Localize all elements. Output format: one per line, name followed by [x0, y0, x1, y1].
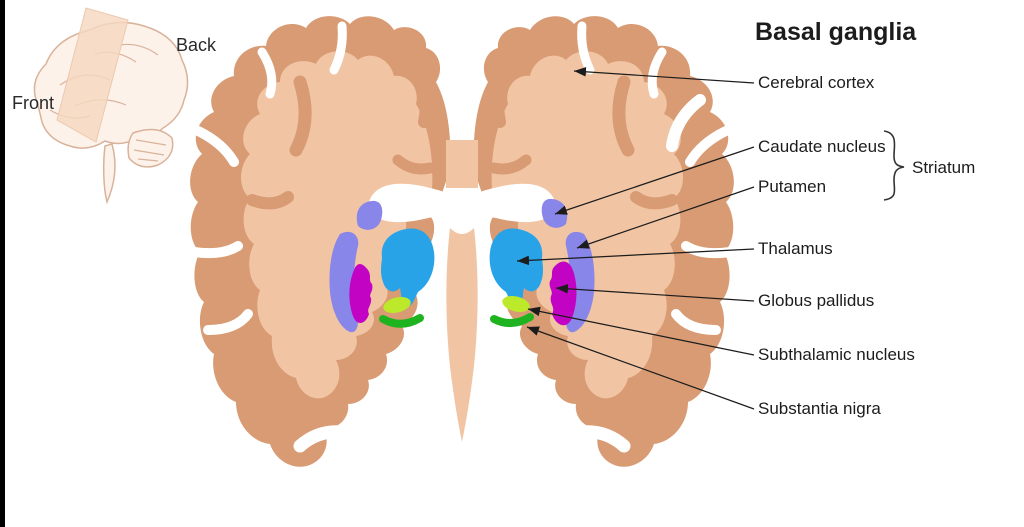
- orientation-inset: [33, 7, 189, 205]
- globus-pallidus-arrow: [555, 283, 755, 302]
- putamen-label: Putamen: [758, 177, 827, 196]
- caudate-nucleus-label: Caudate nucleus: [758, 137, 886, 156]
- lateral-ventricles: [368, 183, 556, 226]
- sulcus: [189, 241, 243, 259]
- coronal-plane-icon: [56, 7, 129, 143]
- striatum-label: Striatum: [912, 158, 976, 177]
- globus-pallidus-label: Globus pallidus: [758, 291, 875, 310]
- caudate-nucleus-arrow: [554, 146, 755, 215]
- subthalamic-nucleus-label: Subthalamic nucleus: [758, 345, 915, 364]
- thalamus-left: [381, 228, 435, 307]
- gyral-core: [289, 75, 312, 157]
- subthalamic-nucleus-left: [383, 296, 411, 314]
- sulcus: [577, 21, 595, 75]
- gyral-core: [392, 154, 436, 175]
- gyral-core: [246, 191, 294, 210]
- sulcus: [293, 425, 349, 453]
- sulcus: [203, 309, 253, 335]
- inset-cerebellum-hatch: [133, 149, 165, 156]
- corpus-callosum-bridge: [446, 140, 478, 188]
- thalamus-arrow: [516, 248, 755, 266]
- sulcus: [575, 425, 631, 453]
- sulcus: [681, 241, 735, 259]
- leader-lines: [516, 67, 905, 410]
- putamen-arrow: [576, 186, 755, 249]
- sulcus: [257, 47, 277, 99]
- gyral-core: [491, 56, 510, 128]
- midline-third-ventricle-column: [446, 228, 478, 442]
- subthalamic-nucleus-arrow: [527, 306, 755, 356]
- inset-gyri-line: [119, 43, 159, 56]
- sulcus: [191, 125, 239, 167]
- substantia-nigra-left: [379, 314, 424, 328]
- sulcus: [671, 309, 721, 335]
- inset-cerebellum-hatch: [137, 158, 159, 162]
- page-title: Basal ganglia: [755, 18, 917, 46]
- sulcus: [329, 21, 347, 75]
- sulcus: [647, 47, 667, 99]
- globus-pallidus-left: [349, 264, 373, 323]
- cerebral-cortex-arrow: [573, 67, 755, 84]
- thalamus-right: [489, 228, 543, 307]
- inset-back-label: Back: [176, 35, 217, 55]
- coronal-section: [189, 16, 735, 467]
- gyral-core: [612, 75, 635, 157]
- subthalamic-nucleus-right: [502, 295, 530, 313]
- inset-brainstem: [102, 143, 116, 205]
- thalamus-label: Thalamus: [758, 239, 833, 258]
- screen-edge-bar: [0, 0, 5, 527]
- striatum-brace: [883, 130, 905, 201]
- inset-cerebellum-hatch: [135, 139, 167, 146]
- substantia-nigra-arrow: [526, 326, 755, 410]
- substantia-nigra-label: Substantia nigra: [758, 399, 881, 418]
- left-hemisphere-white-matter: [241, 51, 433, 399]
- sulcus: [685, 125, 733, 167]
- right-hemisphere-white-matter: [491, 51, 683, 399]
- inset-cerebellum: [127, 128, 174, 168]
- cerebral-cortex-label: Cerebral cortex: [758, 73, 875, 92]
- inset-front-label: Front: [12, 93, 55, 113]
- substantia-nigra-right: [490, 313, 534, 327]
- gyral-core: [488, 154, 532, 175]
- gyral-core: [630, 191, 678, 210]
- sulcus: [666, 94, 706, 152]
- caudate-nucleus-left: [356, 200, 383, 230]
- gyral-core: [414, 56, 433, 128]
